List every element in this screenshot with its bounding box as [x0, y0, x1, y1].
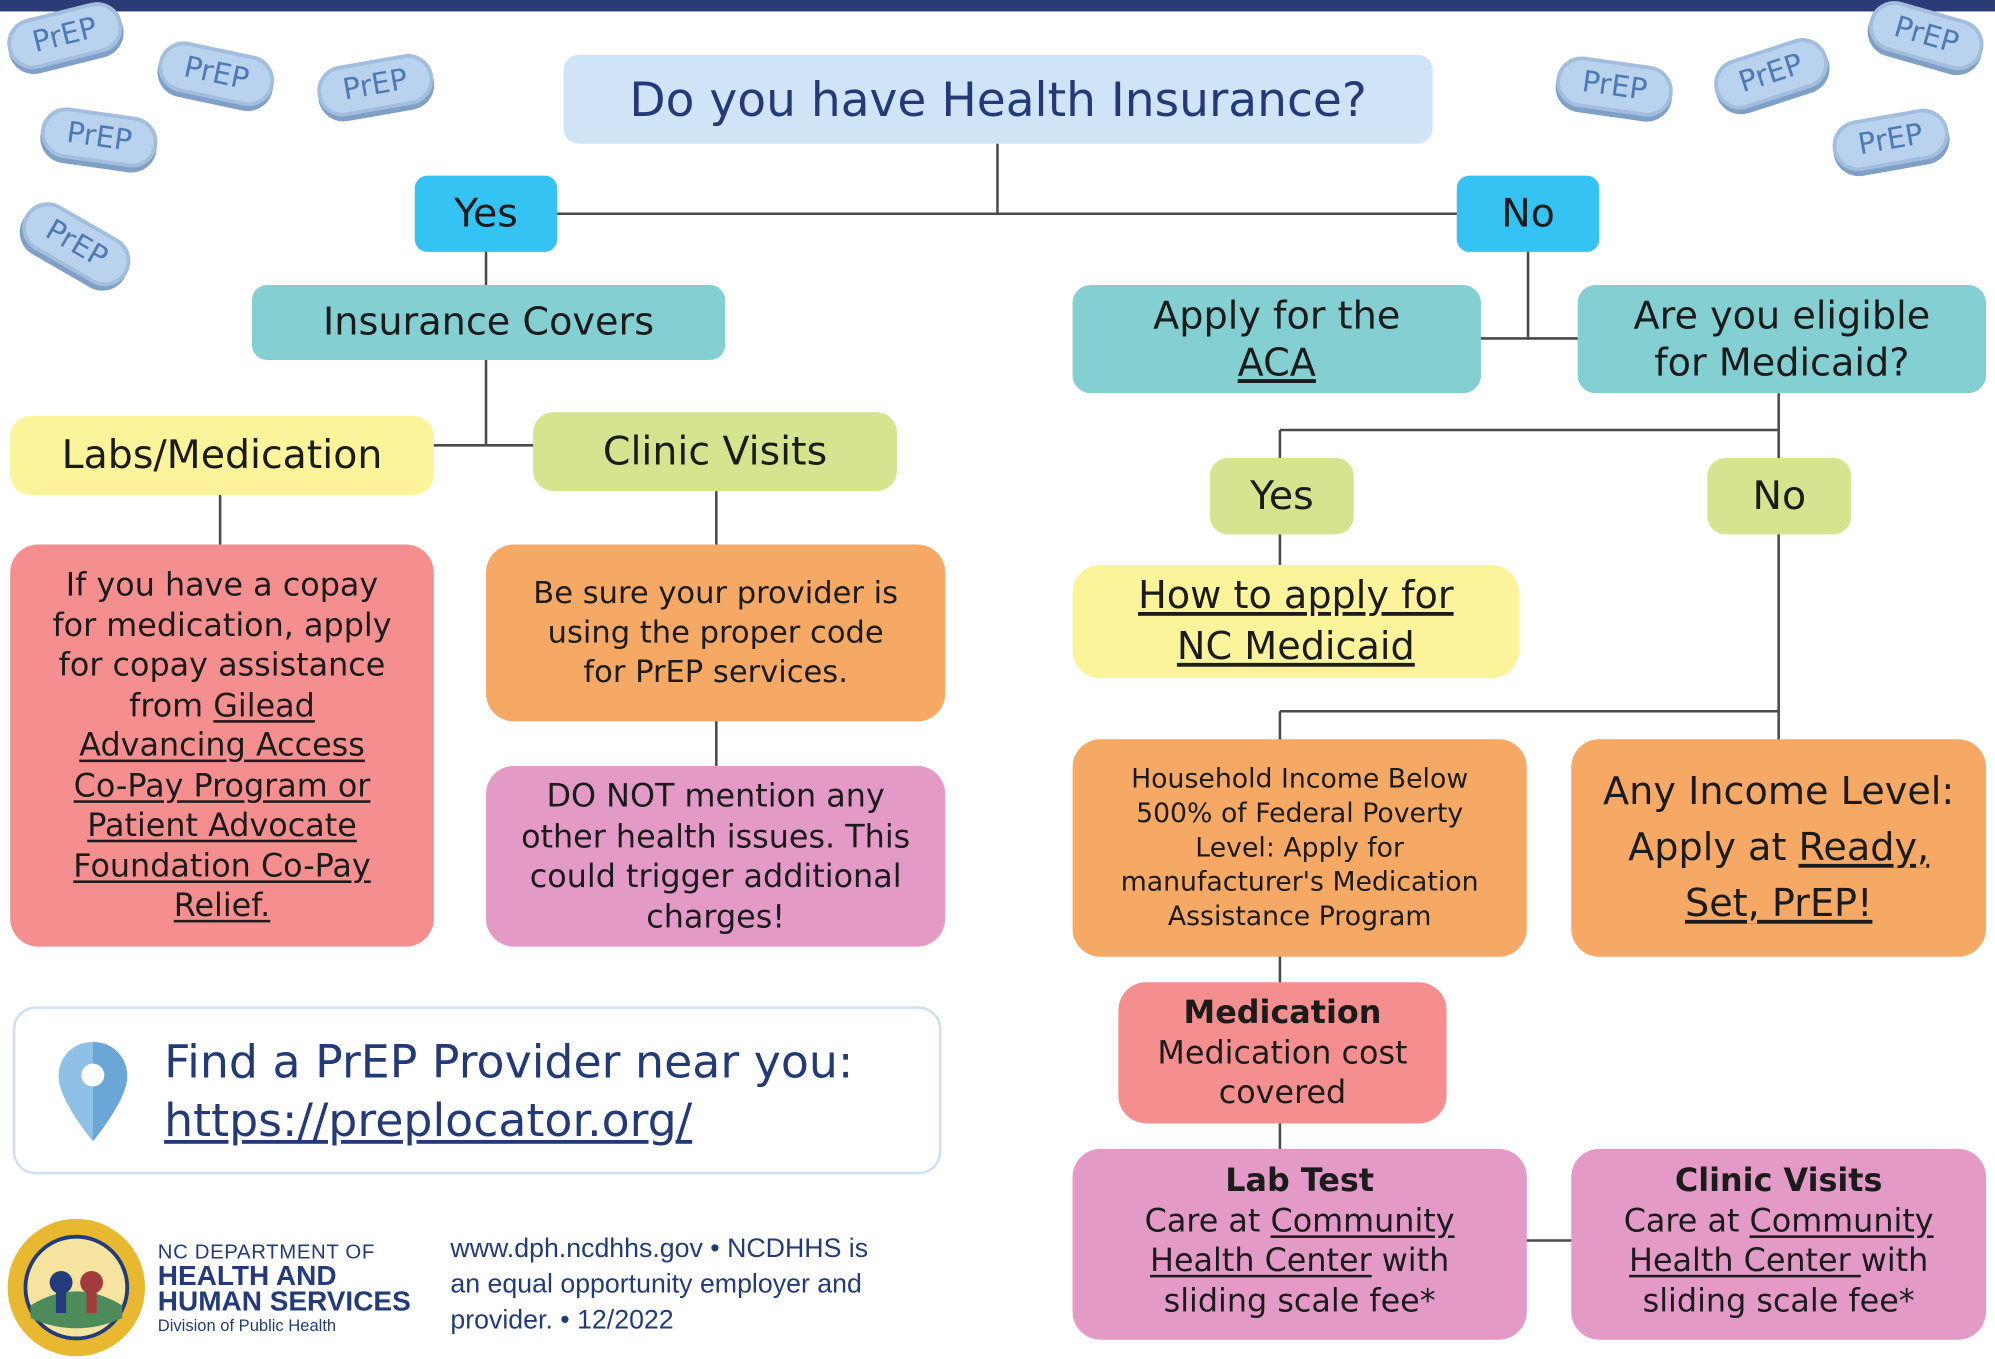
top-banner: [0, 0, 1995, 12]
any-income-box: Any Income Level: Apply at Ready, Set, P…: [1571, 739, 1987, 957]
medication-covered-box: Medication Medication cost covered: [1118, 982, 1447, 1124]
patient-advocate-link[interactable]: Foundation Co-Pay: [73, 847, 371, 884]
labs-medication-node: Labs/Medication: [10, 416, 434, 495]
insurance-no-node: No: [1456, 175, 1600, 252]
gilead-link[interactable]: Gilead: [213, 686, 315, 724]
patient-advocate-link[interactable]: Patient Advocate: [87, 806, 357, 844]
community-health-center-link[interactable]: Health Center: [1629, 1241, 1861, 1279]
medicaid-yes-node: Yes: [1209, 458, 1354, 535]
community-health-center-link[interactable]: Community: [1270, 1201, 1455, 1239]
footer-info: www.dph.ncdhhs.gov • NCDHHS is an equal …: [450, 1234, 869, 1335]
find-provider-box: Find a PrEP Provider near you: https://p…: [12, 1006, 942, 1175]
copay-assistance-box: If you have a copay for medication, appl…: [10, 544, 434, 947]
aca-link[interactable]: ACA: [1237, 340, 1316, 385]
copay-program-link[interactable]: Advancing Access: [79, 726, 365, 764]
insurance-covers-node: Insurance Covers: [251, 284, 726, 361]
lab-test-box: Lab Test Care at Community Health Center…: [1072, 1148, 1527, 1340]
community-health-center-link[interactable]: Health Center: [1150, 1241, 1372, 1279]
provider-code-box: Be sure your provider is using the prope…: [486, 544, 946, 722]
ready-set-prep-link[interactable]: Set, PrEP!: [1684, 881, 1873, 926]
nc-state-seal-icon: [7, 1218, 146, 1357]
household-income-box: Household Income Below 500% of Federal P…: [1072, 739, 1527, 957]
insurance-yes-node: Yes: [414, 175, 558, 252]
medicaid-no-node: No: [1707, 458, 1852, 535]
patient-advocate-link[interactable]: Relief.: [173, 887, 271, 925]
location-pin-icon: [58, 1042, 128, 1142]
ncdhhs-logo-text: NC DEPARTMENT OF HEALTH AND HUMAN SERVIC…: [157, 1241, 411, 1335]
community-health-center-link[interactable]: Community: [1749, 1201, 1934, 1239]
medicaid-eligible-node: Are you eligible for Medicaid?: [1577, 284, 1987, 394]
connector-lines: [218, 142, 1780, 1242]
clinic-visits-node: Clinic Visits: [533, 412, 897, 492]
health-insurance-question: Do you have Health Insurance?: [563, 54, 1433, 144]
do-not-mention-box: DO NOT mention any other health issues. …: [486, 765, 946, 947]
find-provider-text: Find a PrEP Provider near you:: [164, 1036, 854, 1090]
apply-aca-node: Apply for the ACA: [1072, 284, 1481, 394]
clinic-visits-care-box: Clinic Visits Care at Community Health C…: [1571, 1148, 1987, 1340]
copay-program-link[interactable]: Co-Pay Program or: [73, 766, 371, 804]
preplocator-link[interactable]: https://preplocator.org/: [164, 1095, 693, 1148]
apply-medicaid-link-box[interactable]: How to apply for NC Medicaid: [1072, 564, 1520, 679]
ready-set-prep-link[interactable]: Ready,: [1798, 825, 1930, 870]
